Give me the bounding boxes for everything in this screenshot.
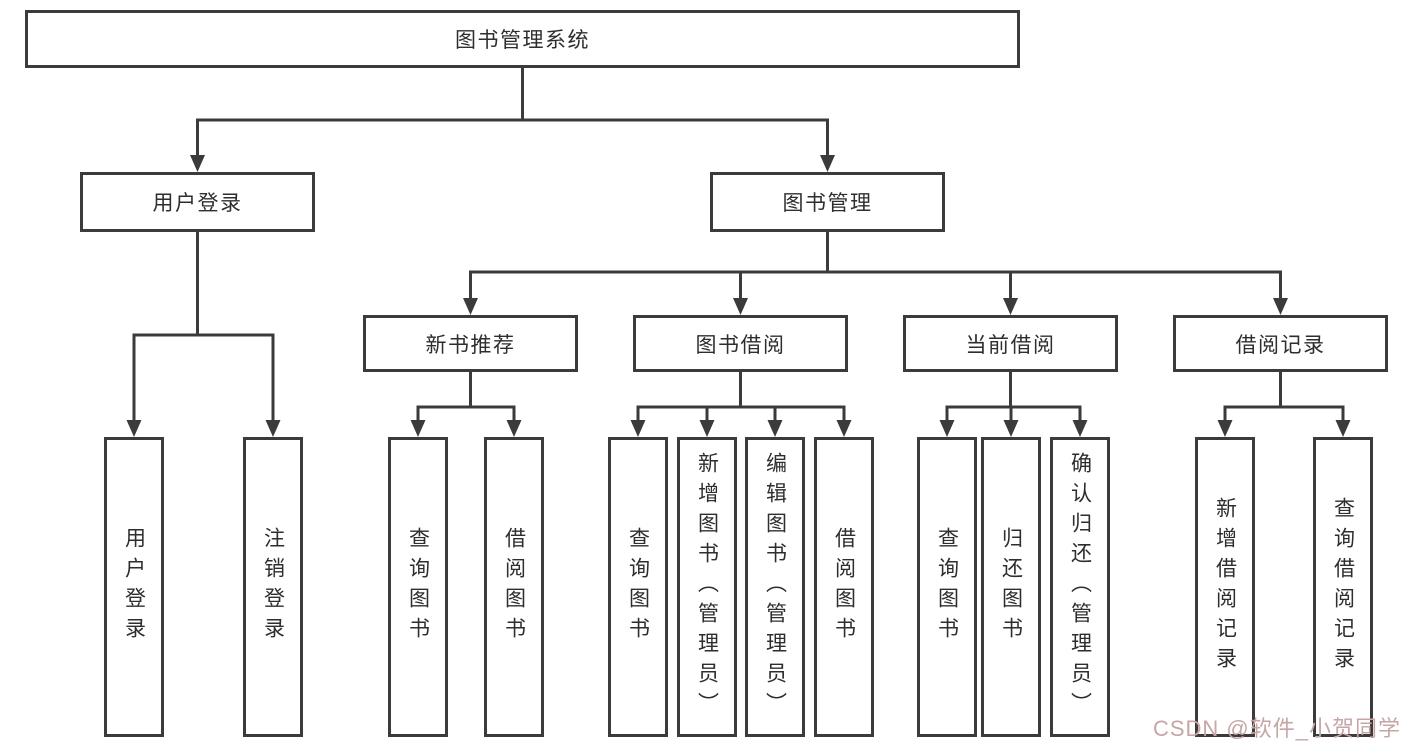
- node-user-login-label: 用户登录: [152, 192, 243, 215]
- leaf-edit-book-admin-label: 编辑图书（管理员）: [763, 452, 787, 722]
- leaf-query-books-current: 查询图书: [917, 437, 977, 737]
- node-book-borrowing: 图书借阅: [633, 315, 848, 372]
- leaf-add-borrow-record: 新增借阅记录: [1195, 437, 1255, 737]
- leaf-add-book-admin: 新增图书（管理员）: [677, 437, 737, 737]
- node-book-management-label: 图书管理: [782, 192, 873, 215]
- leaf-borrow-books-recommend: 借阅图书: [484, 437, 544, 737]
- leaf-query-books-current-label: 查询图书: [935, 527, 959, 647]
- leaf-return-books: 归还图书: [981, 437, 1041, 737]
- node-book-borrowing-label: 图书借阅: [695, 333, 786, 357]
- node-current-borrowing-label: 当前借阅: [965, 333, 1056, 357]
- csdn-watermark: CSDN @软件_小贺同学: [1152, 716, 1401, 741]
- leaf-confirm-return-admin-label: 确认归还（管理员）: [1068, 452, 1092, 722]
- node-user-login: 用户登录: [80, 172, 315, 232]
- leaf-return-books-label: 归还图书: [999, 527, 1023, 647]
- leaf-query-books-borrowing: 查询图书: [608, 437, 668, 737]
- node-new-book-recommendation-label: 新书推荐: [425, 333, 516, 357]
- node-current-borrowing: 当前借阅: [903, 315, 1118, 372]
- node-book-management: 图书管理: [710, 172, 945, 232]
- leaf-edit-book-admin: 编辑图书（管理员）: [745, 437, 805, 737]
- leaf-confirm-return-admin: 确认归还（管理员）: [1050, 437, 1110, 737]
- leaf-borrow-books-label: 借阅图书: [832, 527, 856, 647]
- leaf-query-borrow-record-label: 查询借阅记录: [1331, 497, 1355, 677]
- leaf-logout-label: 注销登录: [261, 527, 285, 647]
- node-root-label: 图书管理系统: [455, 29, 590, 52]
- leaf-query-books-recommend: 查询图书: [388, 437, 448, 737]
- node-borrowing-records: 借阅记录: [1173, 315, 1388, 372]
- leaf-query-borrow-record: 查询借阅记录: [1313, 437, 1373, 737]
- node-borrowing-records-label: 借阅记录: [1235, 333, 1326, 357]
- leaf-query-books-recommend-label: 查询图书: [406, 527, 430, 647]
- node-new-book-recommendation: 新书推荐: [363, 315, 578, 372]
- node-root: 图书管理系统: [25, 10, 1020, 68]
- leaf-user-login-label: 用户登录: [122, 527, 146, 647]
- leaf-logout: 注销登录: [243, 437, 303, 737]
- leaf-user-login: 用户登录: [104, 437, 164, 737]
- leaf-add-borrow-record-label: 新增借阅记录: [1213, 497, 1237, 677]
- leaf-add-book-admin-label: 新增图书（管理员）: [695, 452, 719, 722]
- leaf-borrow-books: 借阅图书: [814, 437, 874, 737]
- leaf-borrow-books-recommend-label: 借阅图书: [502, 527, 526, 647]
- leaf-query-books-borrowing-label: 查询图书: [626, 527, 650, 647]
